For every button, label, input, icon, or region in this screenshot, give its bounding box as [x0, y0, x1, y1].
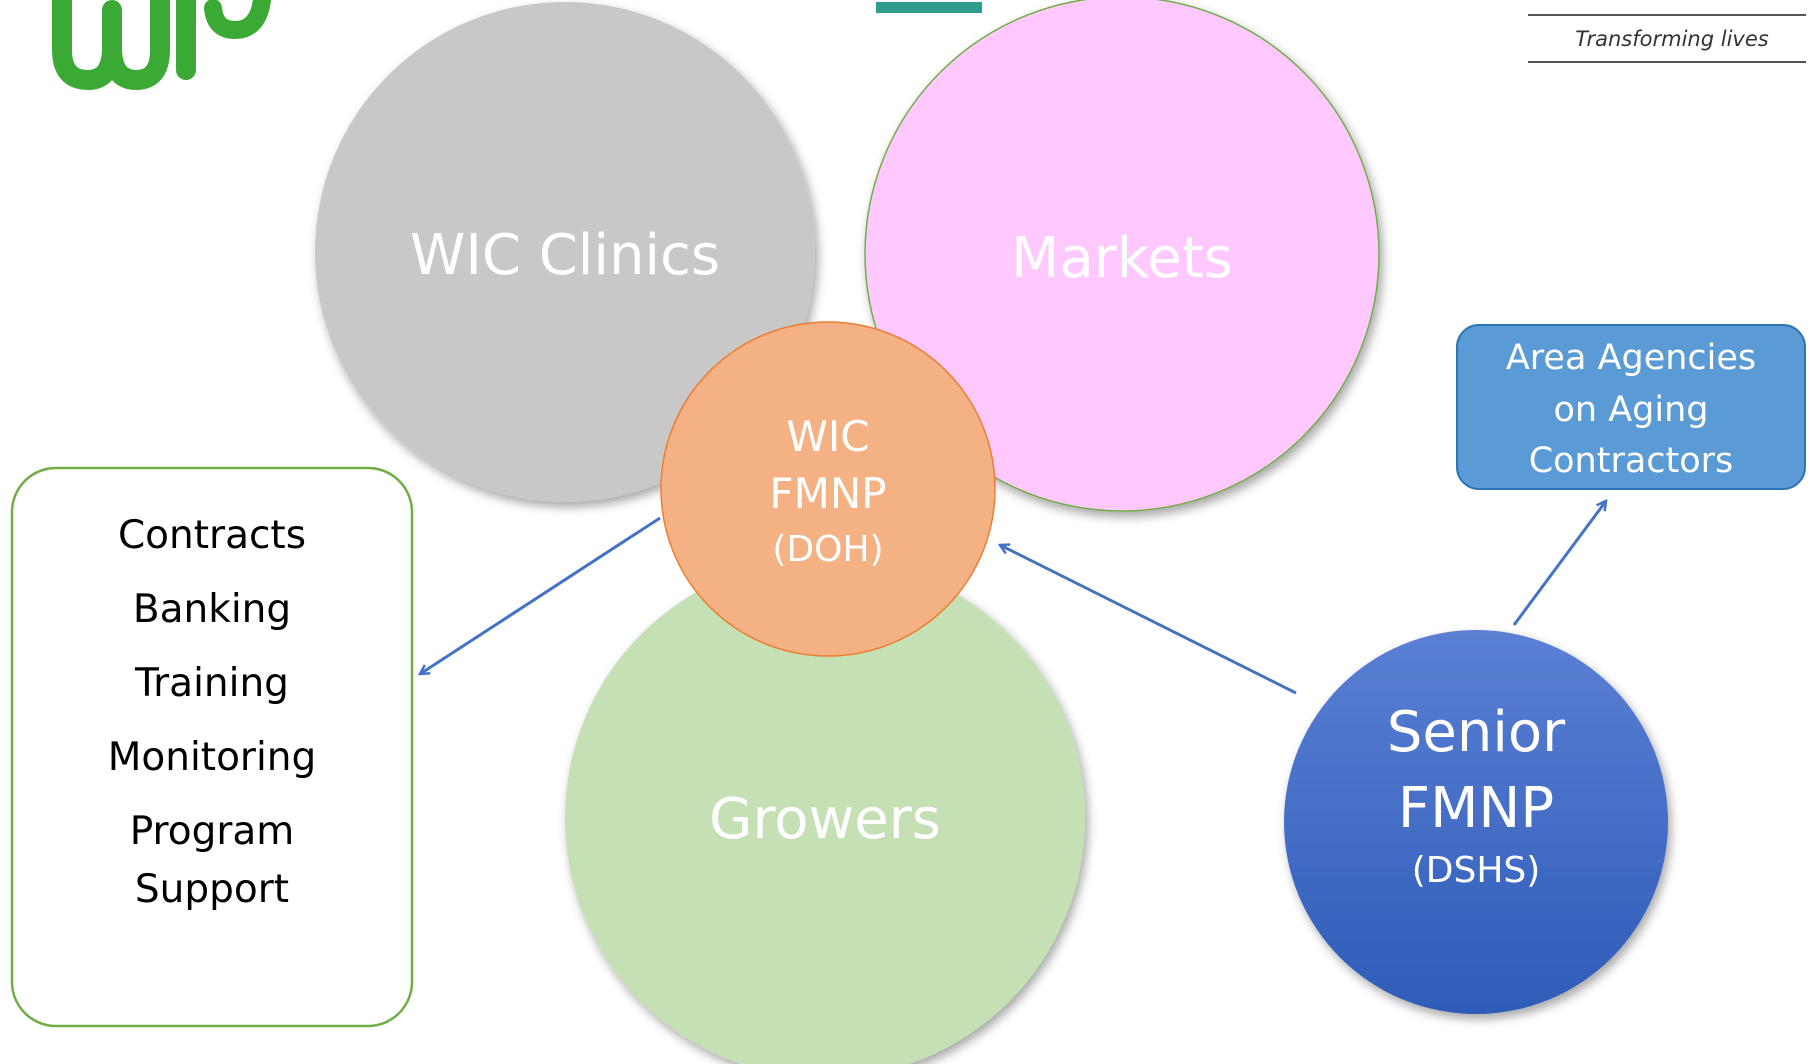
wic-clinics-label: WIC Clinics [410, 223, 720, 288]
area-agencies-node: Area Agencies on Aging Contractors [1456, 324, 1806, 490]
arrow-senior-to-agencies [1512, 501, 1606, 626]
duty-contracts: Contracts [118, 513, 306, 558]
duties-box: Contracts Banking Training Monitoring Pr… [10, 466, 414, 1028]
wic-clinics-node: WIC Clinics [315, 2, 815, 502]
duty-support: Support [135, 867, 289, 912]
duty-training: Training [134, 661, 289, 706]
duty-monitoring: Monitoring [108, 735, 317, 780]
senior-fmnp-line2: FMNP [1398, 776, 1554, 841]
wic-fmnp-line3: (DOH) [772, 529, 883, 570]
agencies-line3: Contractors [1529, 441, 1734, 481]
arrow-center-to-duties [420, 516, 661, 674]
markets-label: Markets [1011, 226, 1233, 291]
senior-fmnp-line3: (DSHS) [1412, 850, 1541, 891]
growers-node: Growers [565, 558, 1085, 1064]
duty-banking: Banking [133, 587, 291, 632]
wic-fmnp-line1: WIC [786, 412, 869, 461]
wic-fmnp-line2: FMNP [769, 469, 886, 518]
agencies-line1: Area Agencies [1506, 338, 1756, 378]
wic-fmnp-node: WIC FMNP (DOH) [660, 321, 996, 657]
senior-fmnp-line1: Senior [1387, 700, 1566, 765]
senior-fmnp-node: Senior FMNP (DSHS) [1284, 630, 1668, 1014]
arrow-senior-to-center [1000, 545, 1297, 695]
accent-bar [876, 2, 982, 13]
wic-logo [52, 0, 271, 91]
header-tagline: Transforming lives [1575, 27, 1768, 51]
duty-program: Program [130, 809, 295, 854]
growers-label: Growers [709, 787, 941, 852]
markets-node: Markets [864, 0, 1380, 512]
agencies-line2: on Aging [1553, 390, 1708, 430]
